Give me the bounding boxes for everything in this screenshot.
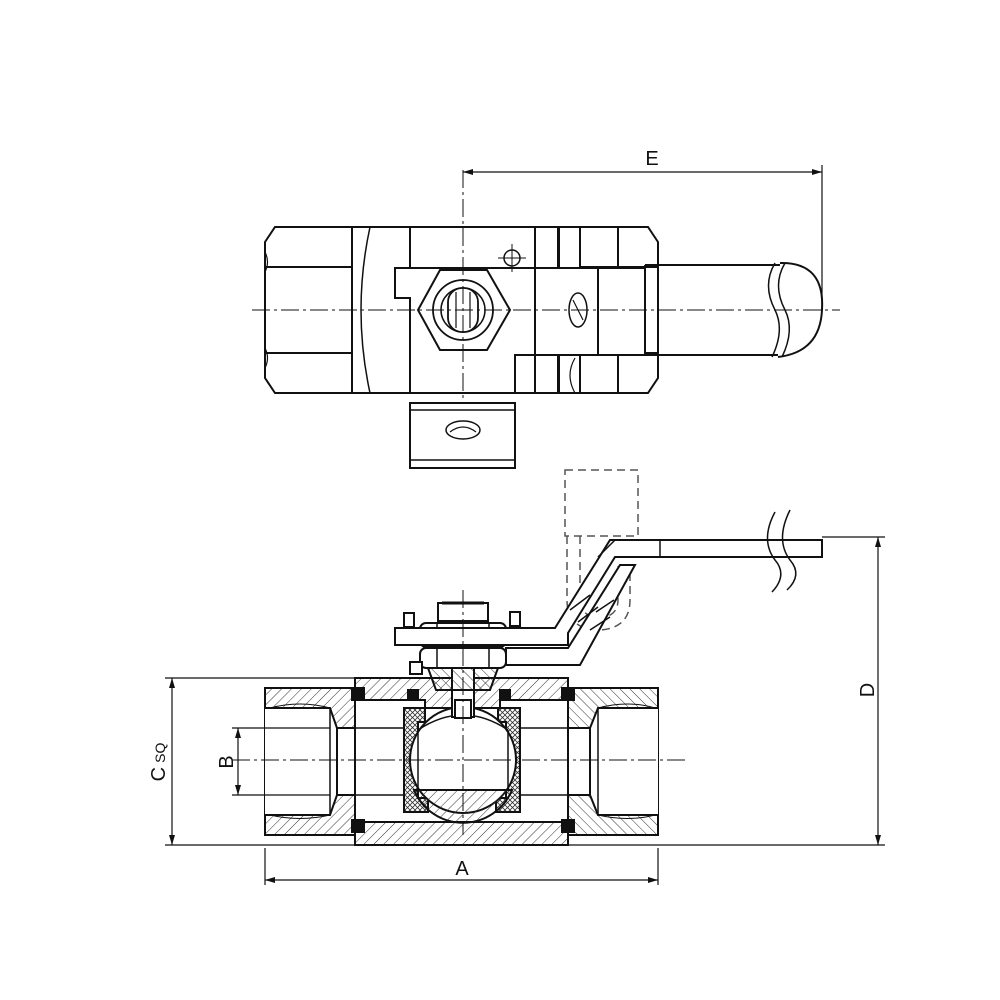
label-c-suffix: SQ <box>152 743 168 763</box>
label-c-letter: C <box>148 767 170 781</box>
lock-tab-top <box>409 402 516 469</box>
label-d: D <box>857 683 879 697</box>
label-a: A <box>455 858 469 880</box>
lock-hole-top <box>498 244 526 272</box>
dimension-e <box>463 165 823 310</box>
left-hex-end <box>264 226 353 394</box>
label-c: C SQ <box>148 743 170 782</box>
dimension-lines <box>165 536 885 885</box>
label-e: E <box>645 148 658 170</box>
label-b: B <box>216 755 238 768</box>
right-end-cap <box>520 687 659 836</box>
top-view <box>252 170 840 469</box>
section-view <box>232 469 823 846</box>
lever-side <box>394 509 823 666</box>
body-seals <box>351 687 575 833</box>
left-end-cap <box>264 687 404 836</box>
